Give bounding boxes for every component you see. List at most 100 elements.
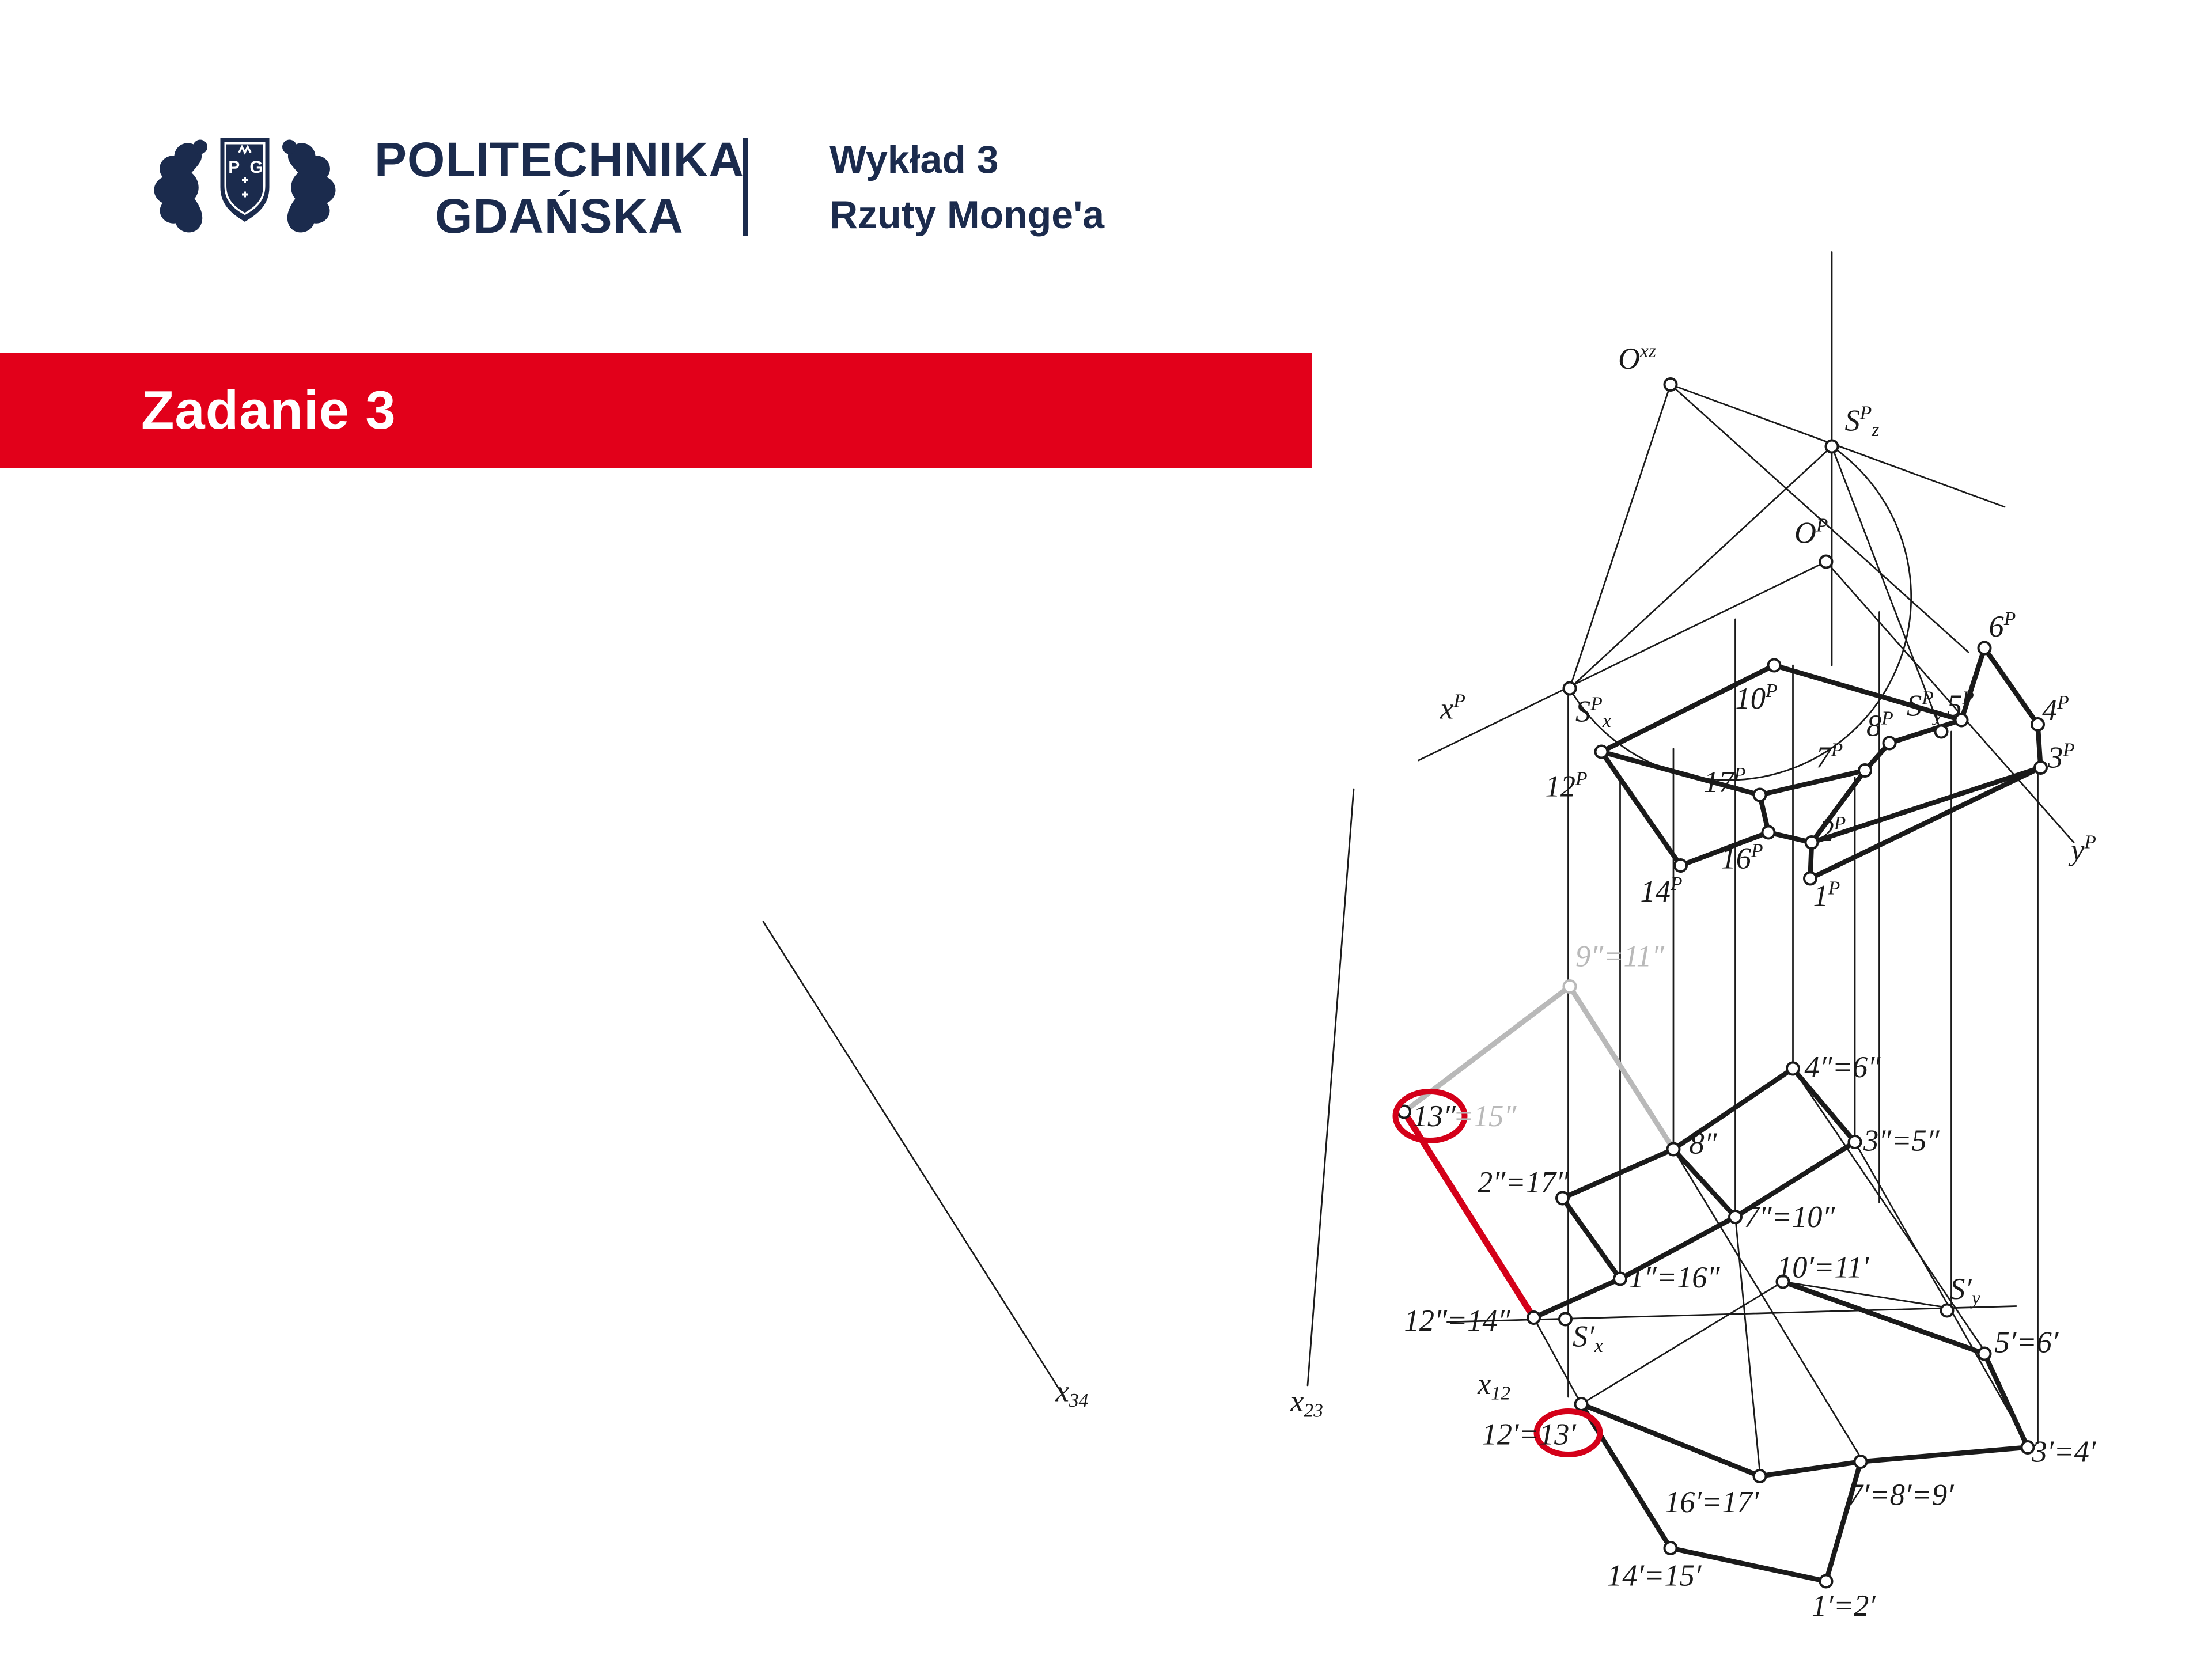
vertex-point: [1752, 1468, 1767, 1483]
point-label: 1P: [1813, 878, 1840, 913]
solid-edge: [1809, 768, 1868, 845]
crown-icon: [238, 145, 252, 155]
point-label: x23: [1290, 1385, 1323, 1421]
point-label: 9″=11″: [1575, 940, 1665, 974]
vertex-point: [1613, 1271, 1628, 1286]
construction-line: [1306, 788, 1355, 1387]
solid-edge: [1531, 1276, 1623, 1320]
solid-edge: [1858, 1445, 2031, 1464]
construction-line: [1672, 1148, 1862, 1459]
point-label: SPz: [1845, 403, 1880, 441]
solid-edge: [1757, 768, 1868, 798]
vertex-point: [1594, 744, 1609, 759]
construction-line: [1418, 560, 1827, 762]
point-label: 2P: [1819, 813, 1846, 848]
vertex-point: [1954, 713, 1969, 728]
construction-line: [1446, 1305, 2017, 1323]
solid-edge: [1823, 1459, 1863, 1584]
point-label: SPx: [1575, 694, 1611, 732]
point-label: 8P: [1866, 708, 1893, 743]
lecture-header: Wykład 3 Rzuty Monge'a: [830, 137, 1104, 237]
solid-edge: [1599, 749, 1683, 868]
vertex-point: [1977, 1346, 1992, 1361]
construction-line: [1792, 1067, 1986, 1352]
construction-line: [1782, 1281, 1948, 1309]
point-label: 14P: [1641, 873, 1683, 908]
point-label: Oxz: [1618, 340, 1656, 376]
point-label: 12″=14″: [1404, 1304, 1511, 1338]
solid-edge: [1780, 1279, 1987, 1357]
vertex-point: [1977, 641, 1992, 656]
vertex-point: [2033, 760, 2048, 775]
left-lion-icon: [154, 139, 207, 233]
vertex-point: [1752, 787, 1767, 802]
shield-icon: P G: [220, 138, 270, 222]
solid-edge: [1887, 717, 1964, 746]
crosses-icon: [242, 177, 248, 198]
point-label: 7″=10″: [1744, 1200, 1836, 1234]
point-label: 2″=17″: [1478, 1166, 1569, 1199]
point-label: 3P: [2047, 740, 2075, 775]
point-label: 10P: [1736, 680, 1778, 715]
point-label: yP: [2068, 832, 2096, 867]
solid-edge: [1668, 1546, 1829, 1584]
vertex-point: [1666, 1142, 1681, 1157]
solid-edge: [1982, 1351, 2031, 1450]
point-label: 10′=11′: [1777, 1251, 1870, 1285]
point-label: 1′=2′: [1812, 1589, 1876, 1623]
solid-edge: [1671, 1146, 1738, 1219]
vertex-point: [1786, 1061, 1801, 1076]
university-name: POLITECHNIKA GDAŃSKA: [374, 131, 744, 244]
vertex-point: [1824, 439, 1839, 454]
solid-edge: [1599, 749, 1763, 798]
right-lion-icon: [282, 139, 336, 233]
rotated-edge: [1567, 984, 1676, 1152]
solid-edge: [1790, 1066, 1858, 1145]
solid-edge: [1959, 645, 1987, 723]
task-banner-label: Zadanie 3: [141, 380, 396, 440]
pg-crest-icon: P G: [154, 138, 336, 233]
vertex-point: [1761, 825, 1776, 840]
point-label: SPy: [1907, 688, 1942, 726]
vertex-point: [1819, 554, 1834, 569]
point-label: 8″: [1690, 1127, 1718, 1161]
vertex-point: [1663, 1541, 1678, 1556]
highlighted-edge: [1401, 1108, 1537, 1321]
monogram-g: G: [249, 158, 263, 177]
vertex-point: [1562, 681, 1577, 696]
task-banner: Zadanie 3: [0, 353, 1312, 468]
point-label: 16P: [1721, 840, 1763, 876]
lecture-subtitle: Rzuty Monge'a: [830, 193, 1105, 237]
vertex-point: [1558, 1312, 1573, 1327]
point-label: =15″: [1453, 1100, 1517, 1133]
rotation-arc: [1569, 445, 1912, 781]
solid-edge: [1578, 1402, 1673, 1551]
point-label: 12′=13′: [1482, 1418, 1577, 1452]
point-label: x34: [1055, 1375, 1089, 1411]
construction-line: [1580, 1281, 1784, 1405]
construction-line: [1569, 445, 1833, 690]
solid-edge: [1809, 765, 2043, 845]
construction-line: [1569, 384, 1672, 690]
highlight-circle: [1533, 1408, 1603, 1457]
solid-edge: [1560, 1195, 1623, 1282]
solid-edge: [1671, 1066, 1796, 1152]
point-label: 6P: [1989, 608, 2016, 643]
construction-line: [1854, 1141, 2029, 1445]
point-label: 12P: [1546, 768, 1588, 804]
point-label: OP: [1794, 515, 1828, 550]
point-label: 5′=6′: [1995, 1326, 2059, 1359]
vertex-point: [1775, 1274, 1790, 1289]
point-label: S′y: [1950, 1272, 1980, 1309]
point-label: 16′=17′: [1665, 1486, 1760, 1519]
construction-line: [1533, 1317, 1582, 1405]
vertex-point: [1858, 763, 1873, 778]
pg-logo: P G: [135, 115, 354, 248]
solid-edge: [1982, 645, 2040, 727]
point-label: 14′=15′: [1607, 1559, 1702, 1593]
vertex-point: [1847, 1134, 1862, 1149]
lecture-title: Wykład 3: [830, 138, 999, 181]
vertex-point: [1804, 835, 1819, 850]
vertex-point: [1555, 1191, 1570, 1206]
